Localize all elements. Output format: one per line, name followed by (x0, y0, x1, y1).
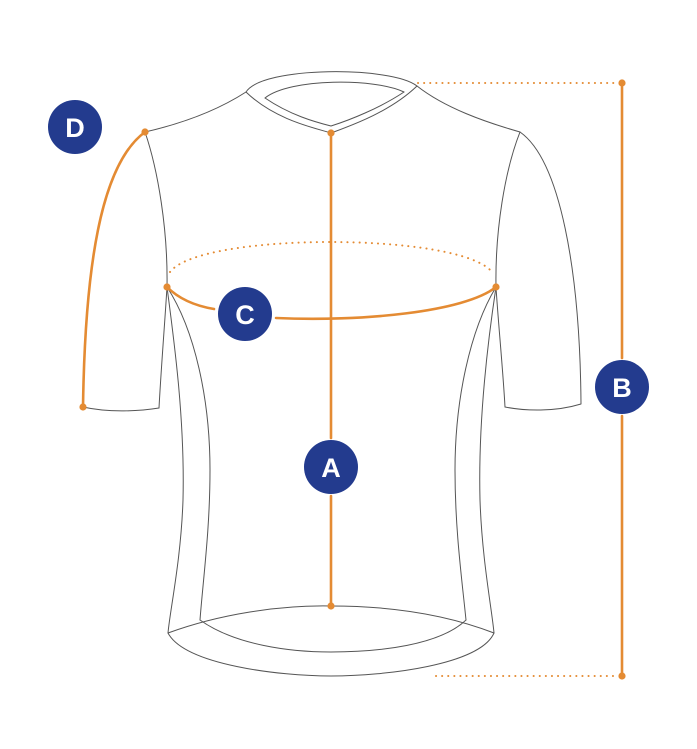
left-armhole (144, 131, 168, 409)
badge-c-label: C (235, 300, 255, 330)
guide-line-c-back (169, 241, 493, 273)
right-shoulder (416, 85, 521, 133)
measure-line-d (81, 130, 147, 409)
badge-a: A (304, 440, 358, 494)
hem-top (167, 605, 495, 634)
hem-inner (199, 619, 467, 653)
badge-b: B (595, 360, 649, 414)
measure-line-c-right (274, 285, 498, 321)
measure-line-c-left (165, 285, 216, 311)
badge-d-circle (48, 100, 102, 154)
badge-a-circle (304, 440, 358, 494)
measure-point-c-left (163, 283, 171, 291)
hem-outer (167, 632, 495, 677)
measure-point-b-top (618, 79, 626, 87)
collar-inner (264, 81, 405, 99)
collar-outer (245, 71, 418, 93)
right-sleeve-outer (504, 131, 582, 411)
badge-a-label: A (321, 453, 341, 483)
collar-front-inner (264, 91, 405, 127)
badge-c-circle (218, 287, 272, 341)
measurement-lines (79, 79, 626, 680)
jersey-outline (82, 71, 582, 677)
measure-point-b-bottom (618, 672, 626, 680)
measure-point-a-bottom (327, 602, 335, 610)
badge-b-circle (595, 360, 649, 414)
left-shoulder (144, 91, 247, 133)
right-armhole (495, 131, 521, 408)
measure-point-a-top (327, 129, 335, 137)
right-side-panel (454, 286, 497, 621)
measure-point-d-top (141, 128, 149, 136)
badge-b-label: B (612, 373, 632, 403)
left-side-body (166, 286, 184, 634)
measure-point-d-bottom (79, 403, 87, 411)
measure-point-c-right (492, 283, 500, 291)
left-side-panel (166, 286, 211, 621)
badge-d: D (48, 100, 102, 154)
badge-d-label: D (65, 113, 85, 143)
badge-c: C (218, 287, 272, 341)
left-sleeve-outer (82, 131, 160, 412)
right-side-body (479, 286, 497, 634)
